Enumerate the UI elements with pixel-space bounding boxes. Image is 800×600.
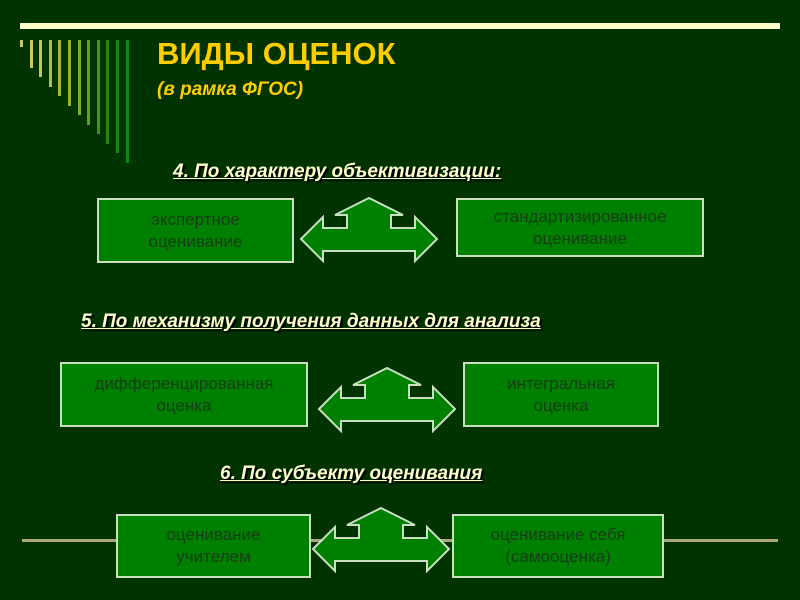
three-way-arrow-icon	[317, 367, 457, 433]
three-way-arrow-icon	[311, 507, 451, 573]
box-differentiated-assessment: дифференцированная оценка	[60, 362, 308, 427]
box-text: оценивание	[166, 525, 261, 544]
box-text: оценивание себя	[490, 525, 626, 544]
slide-subtitle: (в рамка ФГОС)	[157, 79, 304, 100]
stripe	[87, 40, 91, 125]
box-text: оценка	[156, 395, 212, 415]
stripe	[77, 40, 81, 115]
section-heading-6: 6. По субъекту оценивания	[220, 463, 483, 484]
three-way-arrow-icon	[299, 197, 439, 263]
slide-title: ВИДЫ ОЦЕНОК	[157, 36, 396, 71]
box-text: стандартизированное	[493, 206, 667, 226]
box-text: учителем	[176, 547, 251, 566]
box-text: (самооценка)	[505, 547, 611, 566]
stripe	[106, 40, 110, 144]
box-text: экспертное	[151, 209, 240, 229]
stripe	[48, 40, 52, 87]
stripe	[20, 40, 23, 47]
section-heading-4: 4. По характеру объективизации:	[173, 161, 502, 182]
stripe	[58, 40, 62, 96]
box-expert-assessment: экспертное оценивание	[97, 198, 294, 263]
stripe	[116, 40, 119, 153]
box-standardized-assessment: стандартизированное оценивание	[456, 198, 704, 257]
box-text: дифференцированная	[94, 373, 274, 393]
stripe	[39, 40, 43, 77]
box-text: интегральная	[507, 373, 615, 393]
box-text: оценка	[533, 395, 589, 415]
section-heading-5: 5. По механизму получения данных для ана…	[81, 311, 541, 332]
box-self-assessment: оценивание себя (самооценка)	[452, 514, 664, 578]
box-teacher-assessment: оценивание учителем	[116, 514, 311, 578]
box-text: оценивание	[533, 228, 627, 248]
stripe	[96, 40, 100, 134]
box-text: оценивание	[148, 231, 243, 251]
box-integral-assessment: интегральная оценка	[463, 362, 659, 427]
stripe	[125, 40, 129, 163]
stripe	[68, 40, 71, 106]
top-divider	[20, 23, 780, 29]
stripe	[29, 40, 33, 68]
